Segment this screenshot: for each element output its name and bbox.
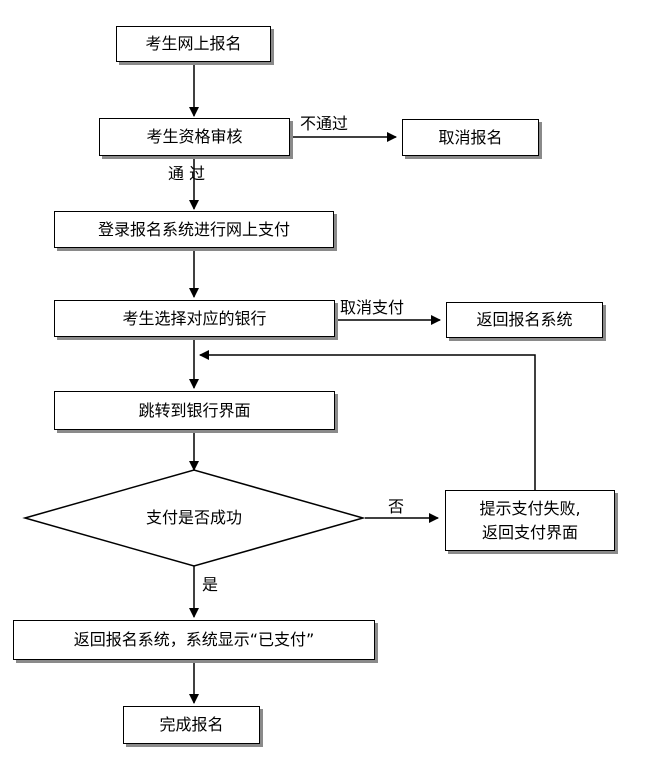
node-complete-label: 完成报名	[159, 715, 224, 734]
edge-label-not-pass: 不通过	[300, 114, 349, 133]
node-choose-bank: 考生选择对应的银行	[54, 300, 335, 337]
node-jump-bank: 跳转到银行界面	[54, 391, 335, 430]
edge-label-cancel-payment: 取消支付	[340, 298, 405, 317]
node-jump-bank-label: 跳转到银行界面	[138, 400, 251, 420]
node-online-register-label: 考生网上报名	[145, 34, 242, 53]
node-qualification-review: 考生资格审核	[99, 118, 290, 156]
edge-label-no: 否	[388, 497, 405, 516]
decision-diamond	[22, 469, 366, 567]
node-pay-failed-line1: 提示支付失败,	[479, 498, 581, 518]
edge-label-pass: 通 过	[168, 164, 206, 183]
node-cancel-registration: 取消报名	[402, 119, 539, 156]
node-pay-failed: 提示支付失败, 返回支付界面	[445, 490, 615, 551]
node-qualification-review-label: 考生资格审核	[146, 127, 243, 146]
edge-label-yes: 是	[202, 575, 219, 594]
arrow-fail-loop-back	[199, 350, 536, 490]
node-login-pay-label: 登录报名系统进行网上支付	[97, 219, 290, 239]
node-return-system: 返回报名系统	[446, 302, 603, 338]
node-login-pay: 登录报名系统进行网上支付	[54, 211, 334, 248]
node-complete: 完成报名	[123, 706, 260, 744]
node-online-register: 考生网上报名	[116, 26, 271, 62]
node-pay-failed-line2: 返回支付界面	[481, 522, 578, 542]
node-return-paid-label: 返回报名系统，系统显示“已支付”	[73, 630, 315, 649]
node-choose-bank-label: 考生选择对应的银行	[122, 308, 267, 328]
node-return-system-label: 返回报名系统	[476, 310, 573, 329]
decision-label: 支付是否成功	[145, 508, 242, 527]
node-return-paid: 返回报名系统，系统显示“已支付”	[13, 620, 375, 660]
node-cancel-registration-label: 取消报名	[438, 127, 503, 147]
